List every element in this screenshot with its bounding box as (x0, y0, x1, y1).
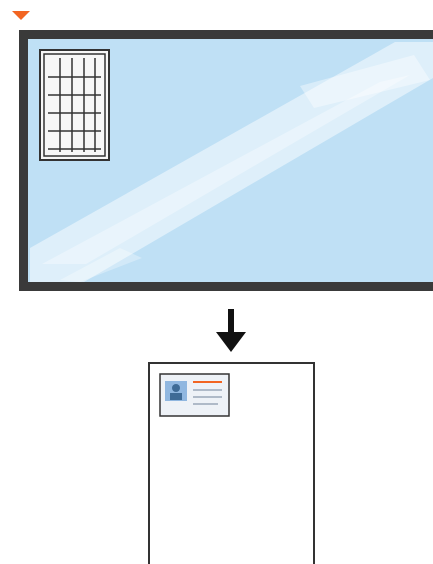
id-card-icon (160, 374, 229, 416)
orientation-marker-icon (12, 11, 30, 20)
arrow-down-icon (216, 309, 246, 352)
original-document-icon (40, 50, 109, 160)
